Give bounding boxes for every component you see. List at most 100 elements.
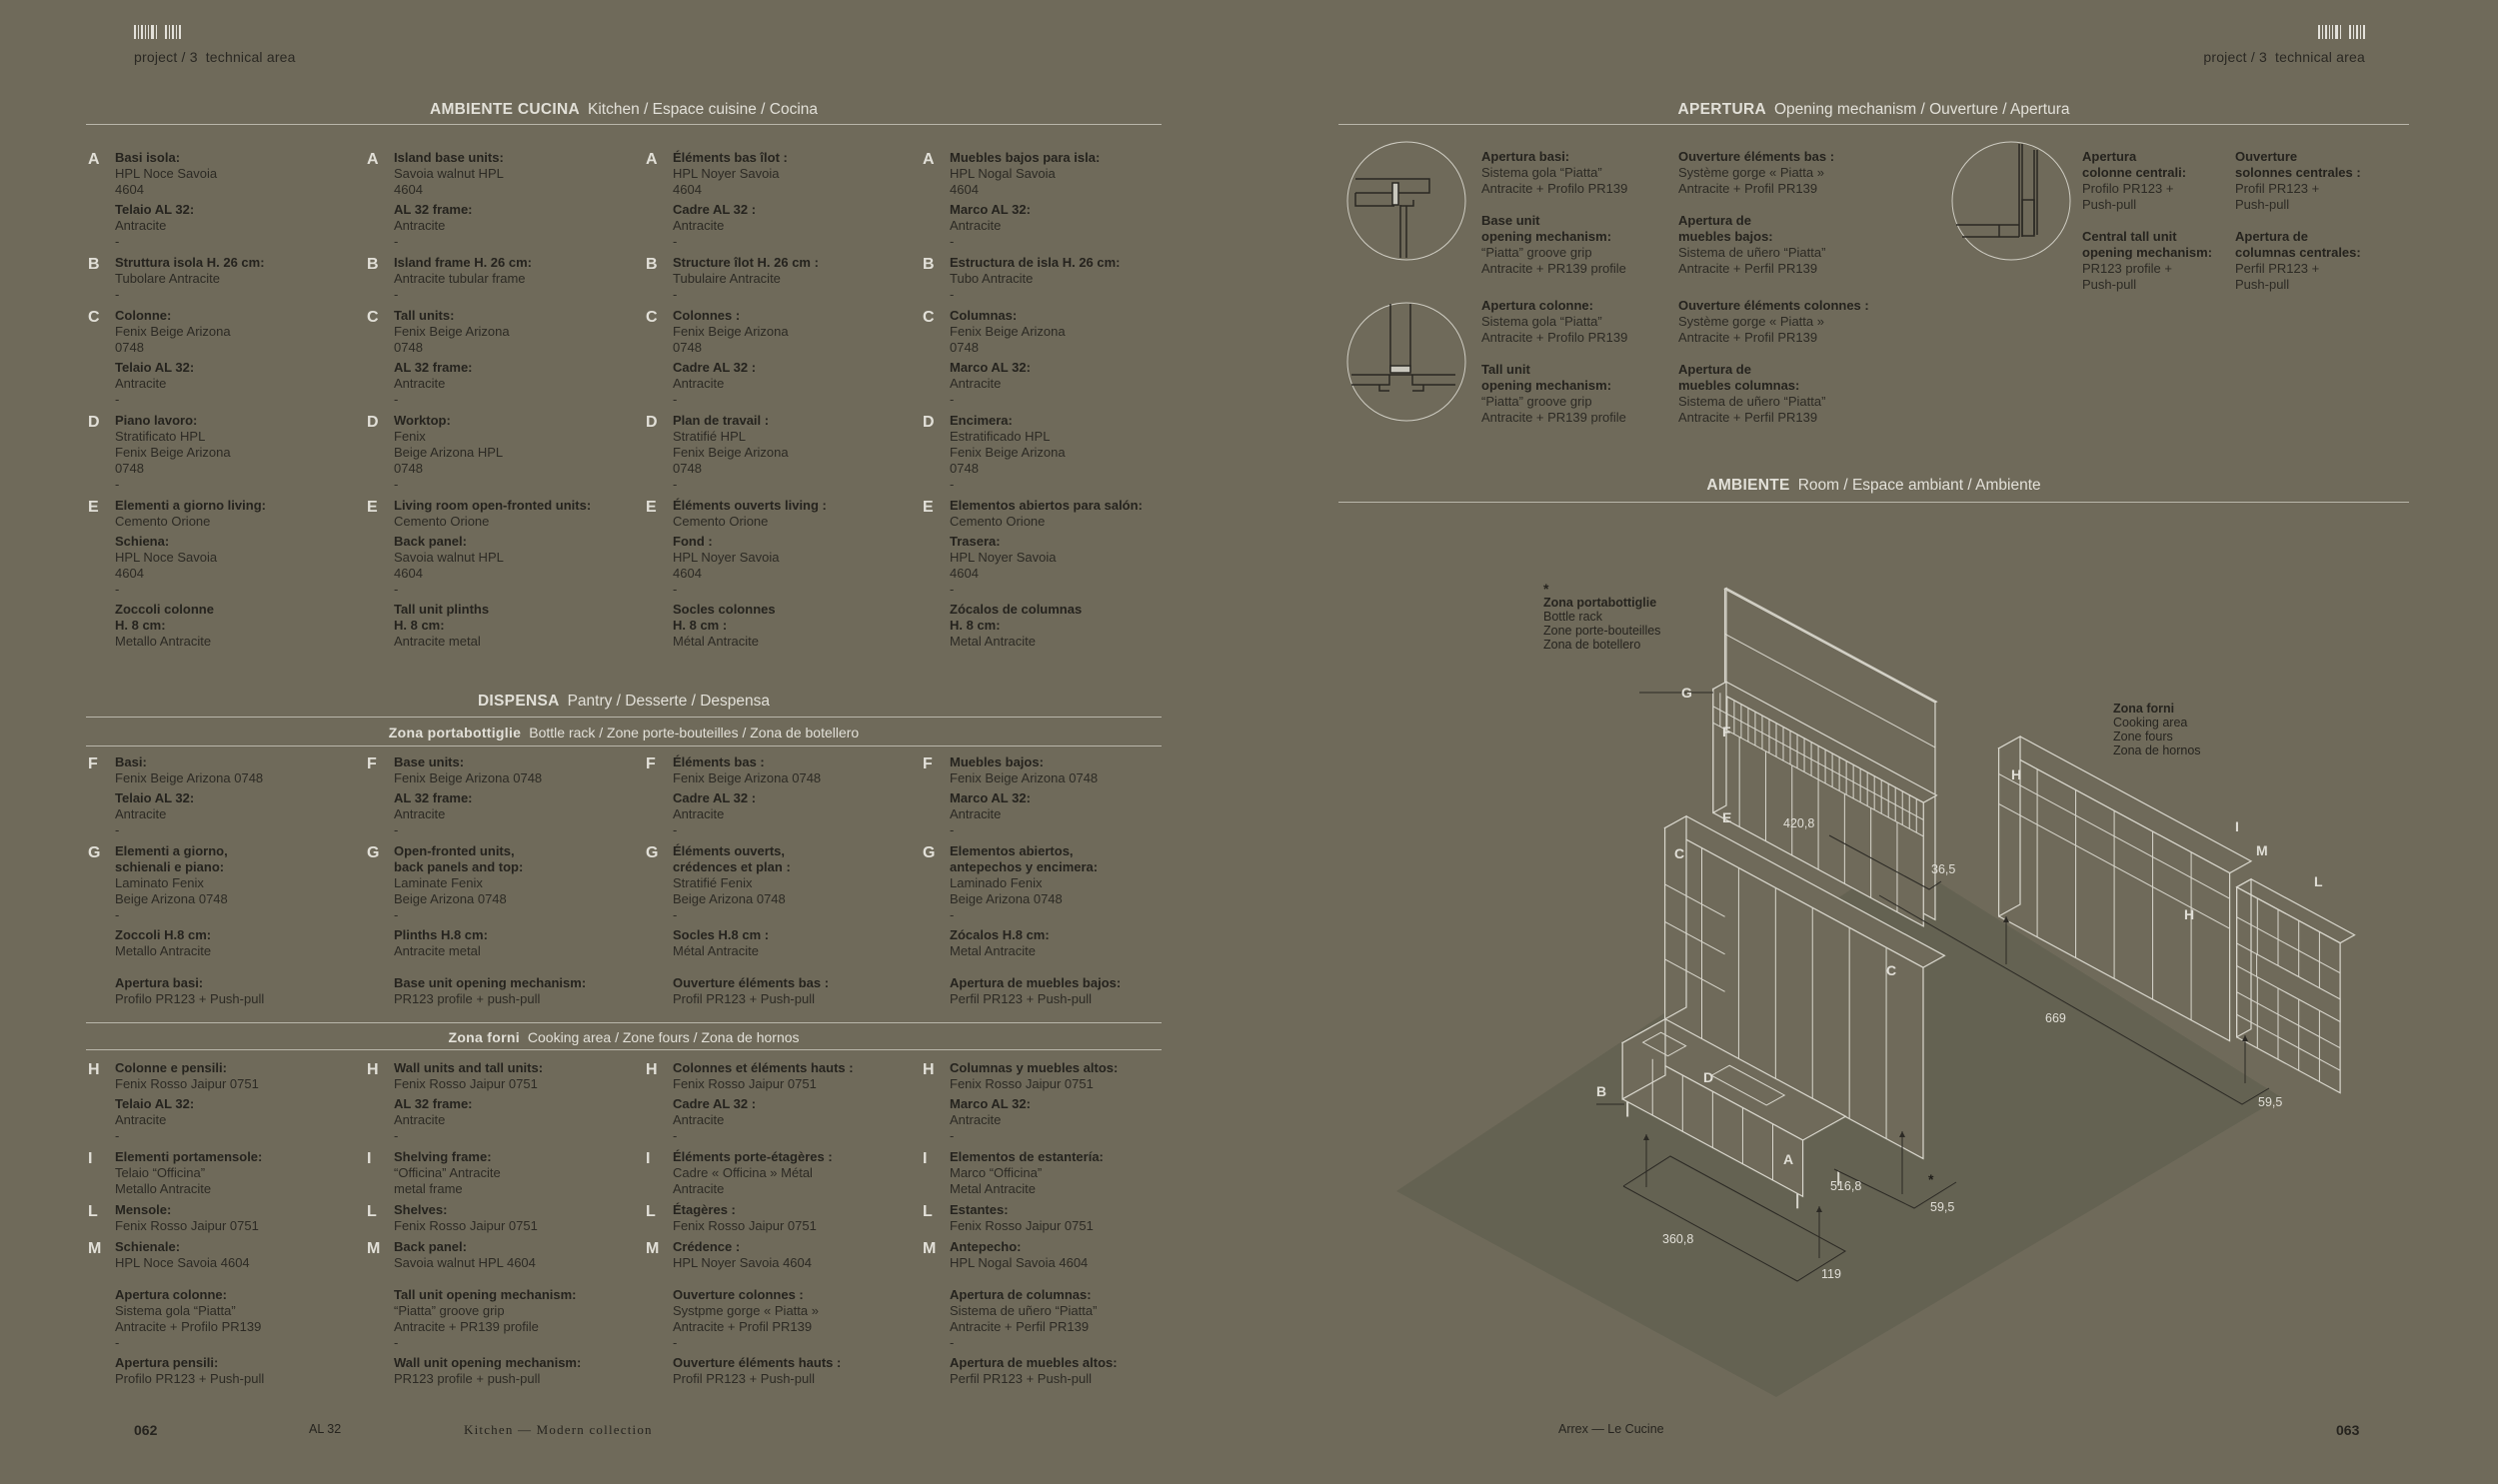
spec-value: “Piatta” groove grip [1481, 245, 1592, 260]
project-number: project / 3 [2203, 49, 2268, 65]
spec-value: Métal Antracite [673, 943, 759, 958]
spec-value: Stratifié Fenix [673, 875, 753, 890]
spec-value: metal frame [394, 1181, 463, 1196]
spec-label: Apertura de [1678, 362, 1751, 377]
item-letter: I [367, 1150, 372, 1167]
spec-value: Antracite + PR139 profile [394, 1319, 539, 1334]
spec-value: Fenix [394, 429, 426, 444]
spec-label: opening mechanism: [2082, 245, 2213, 260]
spec-label: Apertura de muebles altos: [950, 1355, 1118, 1370]
island-footprint [1622, 1155, 1846, 1282]
item-letter: F [646, 755, 656, 772]
spec-label: Marco AL 32: [950, 790, 1031, 805]
separator-dash: - [115, 1335, 120, 1350]
item-letter: L [923, 1203, 933, 1220]
spec-label: AL 32 frame: [394, 202, 473, 217]
spec-value: Antracite tubular frame [394, 271, 526, 286]
separator-dash: - [950, 582, 955, 597]
spec-label: Colonnes et éléments hauts : [673, 1060, 854, 1075]
spec-value: Fenix Rosso Jaipur 0751 [950, 1218, 1094, 1233]
spec-label: Apertura de columnas: [950, 1287, 1092, 1302]
spec-value: Antracite + Profilo PR139 [115, 1319, 262, 1334]
spec-value: HPL Noce Savoia [115, 550, 218, 565]
spec-label: Éléments ouverts living : [673, 498, 827, 513]
section-title: AMBIENTE [1706, 477, 1790, 494]
item-letter: A [367, 151, 379, 168]
spec-value: Sistema gola “Piatta” [1481, 314, 1602, 329]
spec-label: Shelving frame: [394, 1149, 492, 1164]
sink [1641, 1031, 1687, 1057]
spec-label: Worktop: [394, 413, 451, 428]
item-letter: A [646, 151, 658, 168]
spec-label: Columnas y muebles altos: [950, 1060, 1119, 1075]
section-subtitle: Opening mechanism / Ouverture / Apertura [1774, 101, 2070, 118]
item-letter: M [367, 1240, 381, 1257]
spec-value: Fenix Beige Arizona [115, 324, 231, 339]
spec-label: Apertura pensili: [115, 1355, 219, 1370]
spec-value: Telaio “Officina” [115, 1165, 206, 1180]
spec-label: Island base units: [394, 150, 504, 165]
spec-label: Marco AL 32: [950, 202, 1031, 217]
spec-label: opening mechanism: [1481, 378, 1612, 393]
spec-value: Système gorge « Piatta » [1678, 165, 1824, 180]
separator-dash: - [115, 392, 120, 407]
barcode-icon [134, 25, 181, 39]
spec-label: muebles columnas: [1678, 378, 1800, 393]
back-panel-joint [1724, 633, 1936, 748]
spec-value: 4604 [673, 182, 702, 197]
spec-label: Tall unit [1481, 362, 1530, 377]
spec-value: Stratificato HPL [115, 429, 206, 444]
spec-value: Cemento Orione [394, 514, 490, 529]
spec-label: Estructura de isla H. 26 cm: [950, 255, 1121, 270]
item-letter: G [646, 844, 659, 861]
spec-label: Estantes: [950, 1202, 1009, 1217]
area-label: technical area [205, 49, 296, 65]
spec-label: Apertura [2082, 149, 2137, 164]
spec-value: Antracite + PR139 profile [1481, 261, 1626, 276]
hob [1710, 1064, 1786, 1106]
separator-dash: - [950, 234, 955, 249]
spec-value: 4604 [950, 566, 979, 581]
spec-value: Fenix Beige Arizona [115, 445, 231, 460]
spec-label: Basi: [115, 754, 147, 769]
arrow-head [1816, 1206, 1822, 1212]
spec-value: Antracite metal [394, 634, 481, 649]
cooking-tall-joint [1998, 772, 2230, 899]
spec-value: Antracite + Profilo PR139 [1481, 181, 1628, 196]
separator-dash: - [115, 287, 120, 302]
spec-label: Plinths H.8 cm: [394, 927, 488, 942]
area-label: technical area [2275, 49, 2365, 65]
dimension-label: 59,5 [1930, 1200, 1955, 1214]
spec-label: solonnes centrales : [2235, 165, 2361, 180]
item-letter: C [923, 309, 935, 326]
spec-value: “Piatta” groove grip [1481, 394, 1592, 409]
spec-value: Antracite [394, 376, 446, 391]
spec-value: Fenix Rosso Jaipur 0751 [673, 1076, 817, 1091]
dimension-label: 420,8 [1783, 816, 1815, 830]
section-subtitle: Pantry / Desserte / Despensa [567, 693, 771, 710]
drawing-label: M [2256, 842, 2268, 858]
cooking-footprint [1878, 894, 2270, 1105]
spec-value: Profil PR123 + Push-pull [673, 991, 815, 1006]
spec-label: Encimera: [950, 413, 1013, 428]
spec-value: Metal Antracite [950, 634, 1036, 649]
spec-label: Back panel: [394, 534, 467, 549]
spec-value: Systpme gorge « Piatta » [673, 1303, 819, 1318]
spec-label: Back panel: [394, 1239, 467, 1254]
spec-label: Living room open-fronted units: [394, 498, 592, 513]
spec-value: Antracite [115, 806, 167, 821]
spec-label: Socles colonnes [673, 602, 776, 617]
spec-value: Fenix Beige Arizona 0748 [115, 770, 264, 785]
asterisk-marker: * [1928, 1171, 1934, 1187]
